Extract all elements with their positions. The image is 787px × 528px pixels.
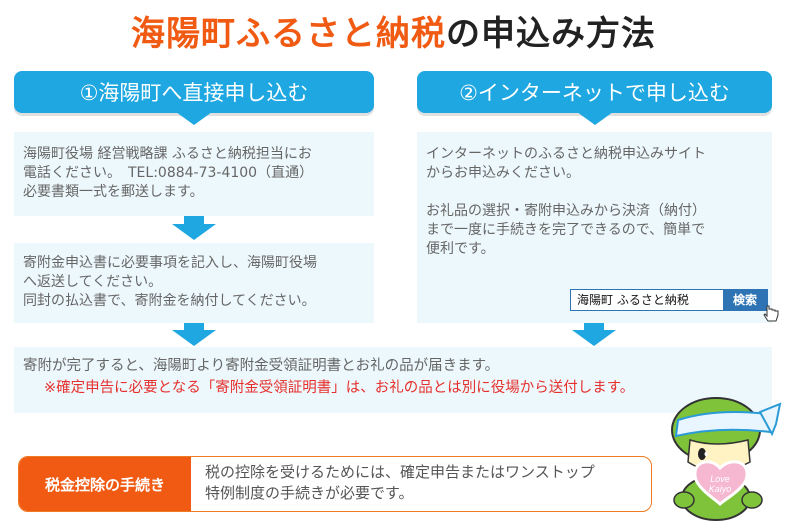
down-arrow-stem	[184, 323, 204, 331]
search-button[interactable]: 検索	[723, 290, 767, 310]
down-arrow-icon	[572, 330, 616, 346]
method1-step2-box: 寄附金申込書に必要事項を記入し、海陽町役場 へ返送してください。 同封の払込書で…	[14, 243, 374, 323]
title-highlight: 海陽町ふるさと納税	[131, 14, 446, 54]
down-arrow-stem	[184, 216, 204, 224]
method1-step2-line: 寄附金申込書に必要事項を記入し、海陽町役場	[23, 255, 317, 271]
deduction-label: 税金控除の手続き	[19, 457, 191, 511]
completion-box: 寄附が完了すると、海陽町より寄附金受領証明書とお礼の品が届きます。 ※確定申告に…	[14, 347, 772, 413]
heart-text-kaiyo: Kaiyo	[709, 484, 732, 494]
down-arrow-icon	[172, 224, 216, 240]
method1-step1-line: 海陽町役場 経営戦略課 ふるさと納税担当にお	[23, 146, 312, 162]
method2-para1-line: からお申込みください。	[426, 165, 580, 181]
mascot-illustration: Love Kaiyo	[671, 397, 782, 521]
method1-heading-label: ①海陽町へ直接申し込む	[79, 81, 309, 105]
method2-heading: ②インターネットで申し込む	[417, 71, 772, 125]
down-arrow-stem	[584, 323, 604, 331]
method1-step1-line: 電話ください。 TEL:0884-73-4100（直通）	[23, 165, 314, 181]
method1-step2-line: 同封の払込書で、寄附金を納付してください。	[23, 293, 316, 309]
method2-para2-line: まで一度に手続きを完了できるので、簡単で	[426, 222, 706, 238]
method2-para1-line: インターネットのふるさと納税申込みサイト	[426, 146, 706, 162]
deduction-text-line: 税の控除を受けるためには、確定申告またはワンストップ	[205, 463, 595, 481]
method1-step1-line: 必要書類一式を郵送します。	[23, 184, 204, 200]
method1-heading: ①海陽町へ直接申し込む	[14, 71, 374, 125]
hand-cursor-icon	[763, 305, 779, 322]
method1-step1-box: 海陽町役場 経営戦略課 ふるさと納税担当にお 電話ください。 TEL:0884-…	[14, 132, 374, 216]
down-arrow-icon	[172, 330, 216, 346]
heart-text-love: Love	[710, 474, 730, 484]
search-bar: 海陽町 ふるさと納税 検索	[570, 289, 768, 311]
deduction-text-line: 特例制度の手続きが必要です。	[205, 484, 414, 502]
title-rest: の申込み方法	[446, 14, 656, 54]
method2-para2-line: お礼品の選択・寄附申込みから決済（納付）	[426, 203, 706, 219]
method1-step2-line: へ返送してください。	[23, 274, 163, 290]
method2-heading-label: ②インターネットで申し込む	[459, 81, 730, 105]
page-title: 海陽町ふるさと納税の申込み方法	[0, 6, 787, 55]
deduction-panel: 税金控除の手続き 税の控除を受けるためには、確定申告またはワンストップ 特例制度…	[18, 456, 652, 512]
search-input[interactable]: 海陽町 ふるさと納税	[571, 290, 723, 310]
completion-text: 寄附が完了すると、海陽町より寄附金受領証明書とお礼の品が届きます。	[23, 358, 500, 374]
deduction-text: 税の控除を受けるためには、確定申告またはワンストップ 特例制度の手続きが必要です…	[191, 457, 595, 511]
completion-note: ※確定申告に必要となる「寄附金受領証明書」は、お礼の品とは別に役場から送付します…	[44, 380, 635, 396]
method2-para2-line: 便利です。	[426, 241, 495, 257]
